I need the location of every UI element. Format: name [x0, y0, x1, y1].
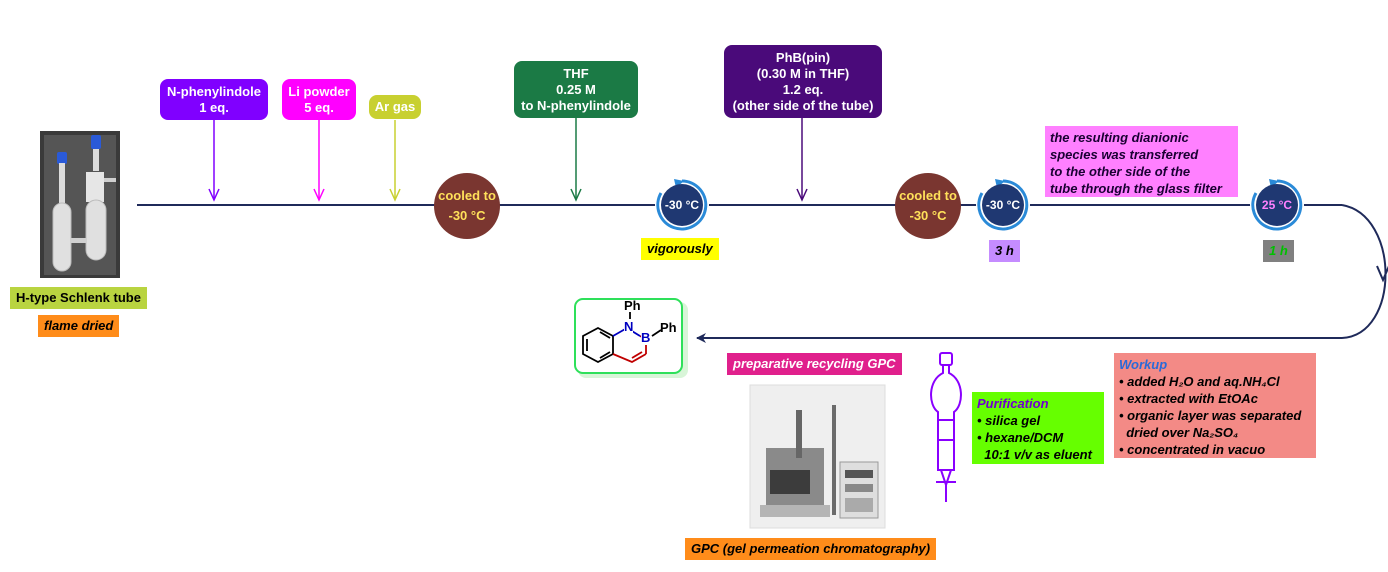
workup-line4: dried over Na₂SO₄: [1119, 425, 1239, 440]
reagent-thf-line2: 0.25 M: [556, 81, 596, 97]
step-time-1h: 1 h: [1263, 240, 1294, 262]
workup-line1: • added H₂O and aq.NH₄Cl: [1119, 374, 1280, 389]
schlenk-tube-photo: [40, 131, 120, 278]
transfer-note-line4: tube through the glass filter: [1050, 181, 1222, 196]
reagent-phbpin: PhB(pin) (0.30 M in THF) 1.2 eq. (other …: [724, 45, 882, 118]
purification-line1: • silica gel: [977, 413, 1041, 428]
gpc-header: preparative recycling GPC: [727, 353, 902, 375]
stir-dial-3-temp: 25 °C: [1256, 184, 1298, 226]
reagent-li-powder-line1: Li powder: [288, 83, 350, 99]
step-vigorously: vigorously: [641, 238, 719, 260]
purification-box: Purification • silica gel • hexane/DCM 1…: [972, 392, 1104, 464]
reagent-n-phenylindole-line1: N-phenylindole: [167, 83, 261, 99]
product-b-substituent: Ph: [660, 320, 677, 335]
workup-line5: • concentrated in vacuo: [1119, 442, 1266, 457]
step-cooled-1: cooled to -30 °C: [434, 173, 500, 239]
transfer-note: the resulting dianionic species was tran…: [1045, 126, 1238, 197]
stir-dial-1: -30 °C: [655, 178, 709, 232]
transfer-note-line2: species was transferred: [1050, 147, 1199, 162]
apparatus-label: H-type Schlenk tube: [10, 287, 147, 309]
product-n-atom: N: [624, 319, 634, 334]
step-cooled-1-line1: cooled to: [438, 188, 496, 203]
transfer-note-line1: the resulting dianionic: [1050, 130, 1189, 145]
reagent-thf: THF 0.25 M to N-phenylindole: [514, 61, 638, 118]
product-structure: [582, 312, 662, 364]
gpc-caption: GPC (gel permeation chromatography): [685, 538, 937, 560]
purification-line3: 10:1 v/v as eluent: [977, 447, 1092, 462]
reagent-li-powder-line2: 5 eq.: [304, 99, 334, 115]
apparatus-note: flame dried: [38, 315, 120, 337]
workup-line2: • extracted with EtOAc: [1119, 391, 1258, 406]
reagent-n-phenylindole-line2: 1 eq.: [199, 99, 229, 115]
step-cooled-1-line2: -30 °C: [448, 208, 486, 223]
reagent-li-powder: Li powder 5 eq.: [282, 79, 356, 120]
reagent-phbpin-line2: (0.30 M in THF): [756, 65, 850, 81]
workup-box: Workup • added H₂O and aq.NH₄Cl • extrac…: [1114, 353, 1316, 458]
workup-line3: • organic layer was separated: [1119, 408, 1302, 423]
reagent-thf-line1: THF: [563, 65, 589, 81]
reagent-phbpin-line4: (other side of the tube): [732, 97, 874, 113]
transfer-note-line3: to the other side of the: [1050, 164, 1191, 179]
timeline-curve-arrowhead: [1376, 265, 1388, 283]
separatory-funnel: [930, 352, 962, 502]
reagent-n-phenylindole: N-phenylindole 1 eq.: [160, 79, 268, 120]
stir-dial-2-temp: -30 °C: [982, 184, 1024, 226]
step-cooled-2: cooled to -30 °C: [895, 173, 961, 239]
purification-line2: • hexane/DCM: [977, 430, 1064, 445]
reagent-phbpin-line3: 1.2 eq.: [782, 81, 824, 97]
stir-dial-2: -30 °C: [976, 178, 1030, 232]
step-time-3h: 3 h: [989, 240, 1020, 262]
stir-dial-1-temp: -30 °C: [661, 184, 703, 226]
purification-title: Purification: [977, 396, 1049, 411]
product-b-atom: B: [641, 330, 651, 345]
reagent-thf-line3: to N-phenylindole: [521, 97, 631, 113]
step-cooled-2-line1: cooled to: [899, 188, 957, 203]
step-cooled-2-line2: -30 °C: [909, 208, 947, 223]
gpc-instrument-photo: [749, 384, 886, 529]
workup-title: Workup: [1119, 357, 1168, 372]
product-n-substituent: Ph: [624, 298, 641, 313]
reagent-ar-gas: Ar gas: [369, 95, 421, 119]
stir-dial-3: 25 °C: [1250, 178, 1304, 232]
product-frame: [574, 298, 683, 374]
reagent-ar-gas-text: Ar gas: [374, 99, 416, 114]
reagent-phbpin-line1: PhB(pin): [775, 49, 831, 65]
